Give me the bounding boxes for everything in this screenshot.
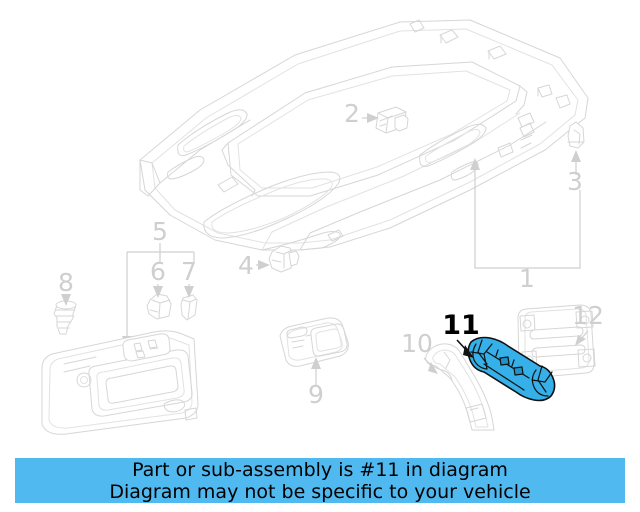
callout-9-leader [311, 357, 321, 385]
assist-grip-front [425, 343, 495, 431]
roof-clip [375, 106, 409, 134]
callout-label-2: 2 [344, 99, 360, 128]
callout-label-6: 6 [150, 257, 166, 286]
footer-line-1: Part or sub-assembly is #11 in diagram [132, 458, 508, 481]
headliner-roof-trim [139, 19, 589, 251]
callout-2-leader [362, 113, 379, 123]
callout-6-leader [153, 284, 163, 298]
callout-label-7: 7 [181, 257, 197, 286]
callout-3-leader [571, 150, 581, 175]
callout-8-leader [61, 294, 71, 306]
callout-label-8: 8 [58, 268, 74, 297]
footer-banner: Part or sub-assembly is #11 in diagram D… [15, 458, 625, 503]
callout-label-11: 11 [442, 310, 480, 341]
assist-grip-handle-highlighted [467, 336, 556, 402]
callout-label-9: 9 [308, 380, 324, 409]
callout-label-4: 4 [238, 251, 254, 280]
visor-clip-a [146, 293, 172, 320]
callout-label-10: 10 [401, 329, 433, 358]
visor-hook-screw [53, 300, 77, 335]
visor-retainer-bracket [268, 245, 300, 273]
callout-4-leader [256, 260, 270, 270]
callout-label-3: 3 [567, 167, 583, 196]
callout-label-5: 5 [152, 217, 168, 246]
footer-line-2: Diagram may not be specific to your vehi… [109, 480, 531, 503]
callout-1-leader [470, 158, 581, 278]
callout-12-leader [575, 330, 589, 346]
callout-label-1: 1 [519, 264, 535, 293]
visor-clip-b [180, 294, 198, 321]
callout-7-leader [184, 284, 194, 298]
callout-label-12: 12 [572, 301, 604, 330]
callout-labels: 1 2 3 4 5 6 7 8 9 10 11 12 [58, 99, 604, 409]
edge-clip [567, 121, 585, 149]
sun-visor-assembly [41, 330, 199, 435]
dome-map-lamp [279, 317, 349, 367]
callout-10-leader [423, 357, 438, 374]
callout-11-leader [456, 339, 474, 358]
